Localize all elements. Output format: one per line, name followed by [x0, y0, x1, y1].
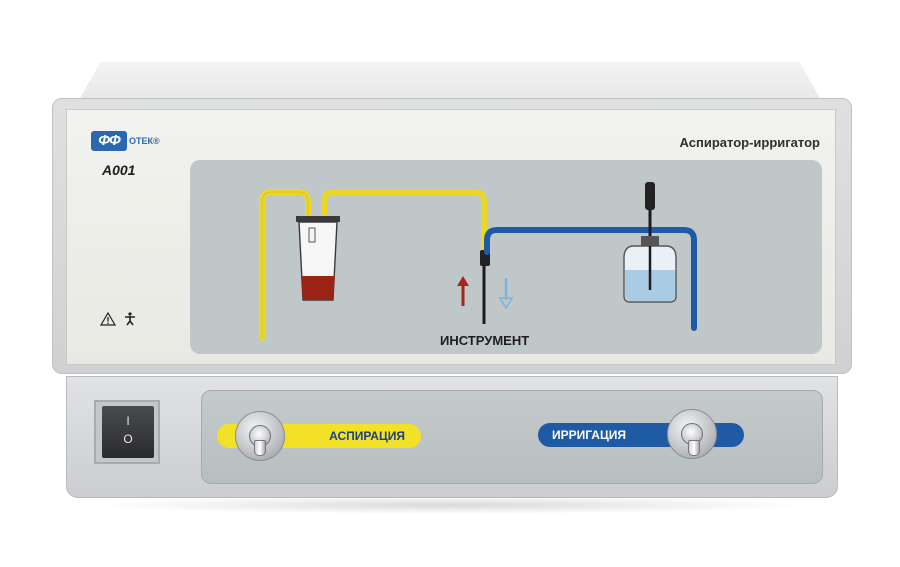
- collection-canister: [296, 216, 340, 301]
- power-switch[interactable]: I O: [102, 406, 154, 458]
- aspiration-flow-arrow: [457, 276, 469, 306]
- brand-logo-mark: ФФ: [91, 131, 127, 151]
- brand-logo: ФФ ОТЕК®: [91, 130, 160, 152]
- device-top-lid: [78, 62, 822, 102]
- type-b-applied-part-icon: [125, 312, 135, 326]
- irrigation-bottle: [623, 182, 677, 303]
- safety-symbols: [100, 312, 136, 326]
- brand-logo-text: ОТЕК®: [129, 136, 160, 146]
- irrigation-flow-arrow: [498, 278, 514, 310]
- power-on-mark: I: [126, 414, 130, 428]
- aspiration-tube-outlet: [321, 189, 487, 261]
- irrigation-port-nipple[interactable]: [688, 440, 700, 456]
- power-off-mark: O: [123, 432, 133, 446]
- device-shadow: [90, 496, 810, 514]
- aspiration-port[interactable]: [235, 411, 285, 461]
- aspiration-port-nipple[interactable]: [254, 440, 266, 456]
- device-title: Аспиратор-ирригатор: [679, 135, 820, 150]
- irrigation-port[interactable]: [667, 409, 717, 459]
- flow-diagram-panel: [190, 160, 822, 354]
- model-number: A001: [102, 162, 136, 178]
- irrigation-tube: [484, 227, 697, 331]
- flow-diagram: [259, 182, 697, 341]
- instrument: [480, 250, 490, 324]
- warning-icon: [100, 312, 116, 326]
- instrument-label: ИНСТРУМЕНТ: [440, 333, 530, 348]
